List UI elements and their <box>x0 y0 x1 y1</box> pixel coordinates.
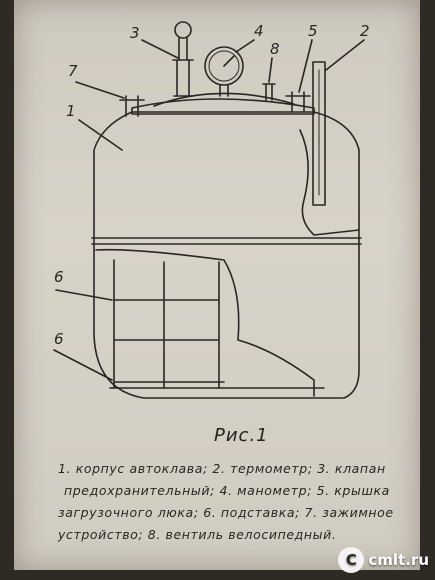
watermark-logo-icon: C <box>338 547 365 573</box>
leader-5 <box>298 39 313 93</box>
label-8: 8 <box>270 40 280 58</box>
label-2: 2 <box>360 22 370 40</box>
legend: 1. корпус автоклава; 2. термометр; 3. кл… <box>58 458 428 546</box>
leader-8 <box>268 57 273 83</box>
body-band <box>91 237 362 245</box>
stand-grating <box>113 259 225 389</box>
label-6b: 6 <box>54 330 64 348</box>
leader-1 <box>78 119 123 151</box>
watermark-text: cmlt.ru <box>368 551 429 569</box>
legend-line-3: загрузочного люка; 6. подставка; 7. зажи… <box>58 505 394 520</box>
lid <box>131 98 315 115</box>
label-4: 4 <box>254 22 264 40</box>
safety-valve-top <box>174 21 192 39</box>
clamp-right <box>285 91 311 113</box>
safety-valve <box>172 59 194 97</box>
watermark: C cmlt.ru <box>338 546 429 574</box>
figure-title: Рис.1 <box>214 425 269 446</box>
manometer-dial <box>204 46 244 86</box>
thermometer-tube <box>312 61 326 206</box>
autoclave-body <box>93 111 360 399</box>
cutaway-upper <box>299 129 360 236</box>
label-1: 1 <box>66 102 76 120</box>
label-7: 7 <box>68 62 78 80</box>
leader-4 <box>235 39 255 53</box>
label-5: 5 <box>308 22 318 40</box>
leader-3 <box>141 39 179 59</box>
legend-line-1: 1. корпус автоклава; 2. термометр; 3. кл… <box>58 461 386 476</box>
lid-dome <box>153 92 295 107</box>
leader-6a <box>55 289 113 301</box>
paper-sheet: 1 2 3 4 5 6 6 7 8 Рис.1 1. корпус автокл… <box>14 0 420 570</box>
legend-line-4: устройство; 8. вентиль велосипедный. <box>58 527 337 542</box>
label-6a: 6 <box>54 268 64 286</box>
cutaway-lower <box>95 248 315 397</box>
label-3: 3 <box>130 24 140 42</box>
autoclave-drawing <box>53 21 365 399</box>
bicycle-valve <box>262 83 276 101</box>
legend-line-2: предохранительный; 4. манометр; 5. крышк… <box>64 483 390 498</box>
leader-7 <box>75 81 125 99</box>
clamp-left <box>119 95 145 117</box>
leader-6b <box>53 349 113 381</box>
leader-2 <box>325 39 365 71</box>
